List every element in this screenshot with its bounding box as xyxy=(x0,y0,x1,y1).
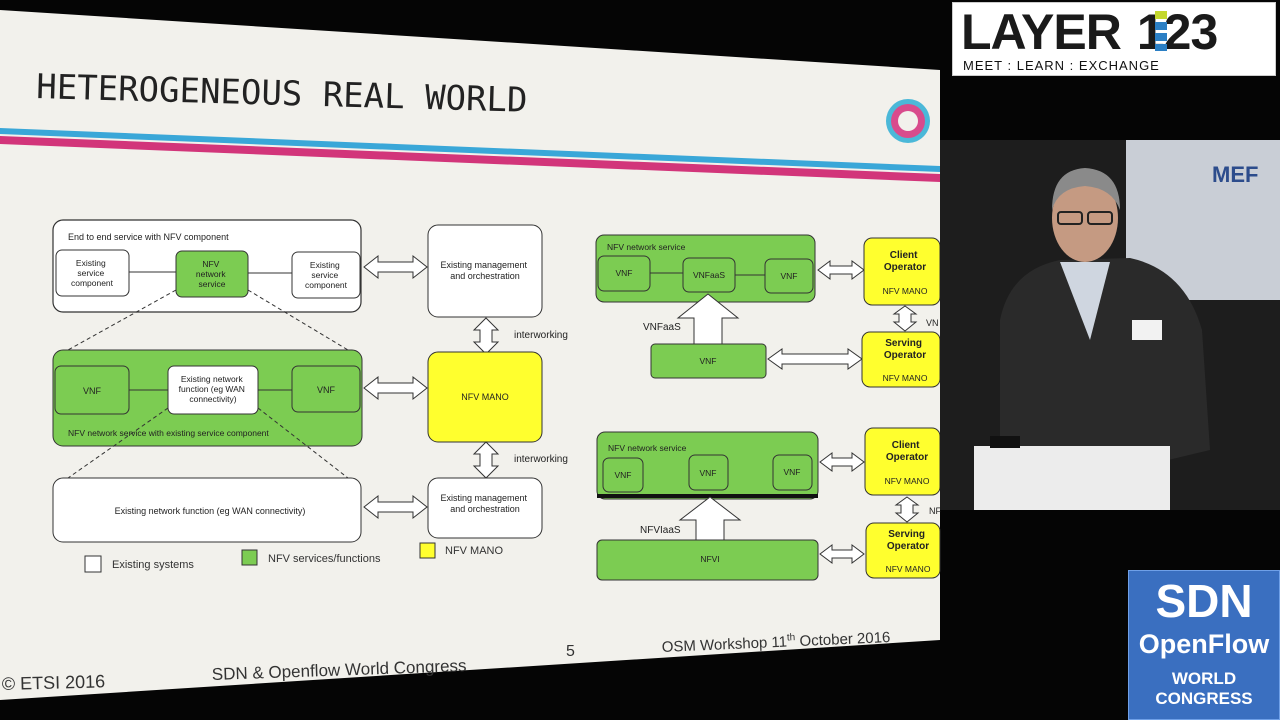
legend-mano-label: NFV MANO xyxy=(445,545,504,557)
existing-nf-bottom-text: Existing network function (eg WAN connec… xyxy=(115,506,306,516)
sdn-logo-line-2: OpenFlow xyxy=(1138,629,1270,659)
double-arrow-2 xyxy=(363,375,428,401)
nfv-mano-text: NFV MANO xyxy=(461,392,509,402)
mef-banner-text: MEF xyxy=(1212,162,1258,187)
legend-mano-swatch xyxy=(419,542,436,559)
nfvi-text: NFVI xyxy=(700,554,719,564)
sdn-logo-line-4: CONGRESS xyxy=(1155,689,1253,708)
layer123-bar-icon xyxy=(1155,11,1167,51)
existing-mgmt-bottom-box xyxy=(427,477,543,539)
legend-existing-swatch xyxy=(84,555,102,573)
vnf-d-box xyxy=(688,454,729,491)
podium xyxy=(974,446,1170,510)
client-operator-text: Client Operator xyxy=(884,250,926,273)
sdn-logo-line-1: SDN xyxy=(1155,575,1253,627)
vnf-b-box xyxy=(764,258,814,294)
vnf-right-text: VNF xyxy=(317,385,336,395)
nfviaas-arrow-label: NFVIaaS xyxy=(640,525,681,536)
vnf-left-text: VNF xyxy=(83,386,102,396)
vertical-arrow-right-1 xyxy=(892,305,918,332)
vn-clipped-text: VN xyxy=(926,318,939,328)
nfv-network-service-box xyxy=(175,250,249,298)
nf-clipped-text: NF xyxy=(929,506,941,516)
vnf-right-box xyxy=(291,365,361,413)
footer-page-number: 5 xyxy=(566,643,575,660)
nfvi-box xyxy=(596,539,819,581)
speaker-figure xyxy=(1000,168,1210,500)
existing-mgmt-top-text: Existing management and orchestration xyxy=(440,260,529,281)
footer-workshop: OSM Workshop 11th October 2016 xyxy=(661,628,890,656)
vnf-single-text: VNF xyxy=(700,356,717,366)
existing-service-component-box xyxy=(55,249,130,297)
nfv-network-service-text: NFV network service xyxy=(196,259,228,289)
nfv-ns-existing-label: NFV network service with existing servic… xyxy=(68,428,269,438)
legend-nfv-swatch xyxy=(241,549,258,566)
client-mano-text: NFV MANO xyxy=(883,286,928,296)
vnfaas-arrow-label: VNFaaS xyxy=(643,322,681,333)
e2e-service-label: End to end service with NFV component xyxy=(68,232,229,242)
title-stripe-blue xyxy=(0,128,940,172)
vnf-e-box xyxy=(772,454,813,491)
client-mano-2-text: NFV MANO xyxy=(885,476,930,486)
vnfaas-text: VNFaaS xyxy=(693,270,725,280)
bottom-ns-label: NFV network service xyxy=(608,443,687,453)
right-arrow-3 xyxy=(819,452,865,472)
vnf-d-text: VNF xyxy=(700,468,717,478)
nfv-mano-box xyxy=(427,351,543,443)
serving-operator-text: Serving Operator xyxy=(884,338,926,361)
layer123-tagline: MEET : LEARN : EXCHANGE xyxy=(963,58,1160,73)
existing-service-component-right-box xyxy=(291,251,361,299)
vnf-a-text: VNF xyxy=(616,268,633,278)
vnf-e-text: VNF xyxy=(784,467,801,477)
legend-existing-label: Existing systems xyxy=(112,559,194,571)
footer-copyright: © ETSI 2016 xyxy=(2,671,106,694)
existing-service-right-text: Existing service component xyxy=(305,260,348,290)
existing-mgmt-top-box xyxy=(427,224,543,318)
existing-service-text: Existing service component xyxy=(71,258,114,288)
interworking-label-1: interworking xyxy=(514,330,568,341)
legend-nfv-label: NFV services/functions xyxy=(268,553,381,565)
serving-mano-2-text: NFV MANO xyxy=(886,564,931,574)
serving-mano-text: NFV MANO xyxy=(883,373,928,383)
double-arrow-1 xyxy=(363,254,428,280)
sdn-openflow-logo: SDN OpenFlow WORLD CONGRESS xyxy=(1128,570,1280,720)
vnf-c-box xyxy=(602,457,644,493)
vertical-arrow-right-2 xyxy=(894,496,920,523)
client-operator-2-text: Client Operator xyxy=(886,440,928,463)
interworking-label-2: interworking xyxy=(514,454,568,465)
serving-operator-2-box xyxy=(865,522,941,579)
sdn-logo-line-3: WORLD xyxy=(1171,669,1237,688)
existing-nf-text: Existing network function (eg WAN connec… xyxy=(179,374,248,404)
existing-mgmt-bottom-text: Existing management and orchestration xyxy=(440,493,529,514)
left-diagram: End to end service with NFV component Ex… xyxy=(52,219,568,573)
existing-nf-bottom-box xyxy=(52,477,362,543)
right-diagram: NFV network service VNF VNFaaS VNF Clien… xyxy=(595,234,941,581)
title-stripe-pink xyxy=(0,136,940,182)
top-ns-label: NFV network service xyxy=(607,242,686,252)
osm-logo-icon xyxy=(886,99,930,143)
double-arrow-3 xyxy=(363,494,428,520)
vnf-single-box xyxy=(650,343,767,379)
vnf-c-text: VNF xyxy=(615,470,632,480)
serving-operator-2-text: Serving Operator xyxy=(887,529,929,552)
vnf-b-text: VNF xyxy=(781,271,798,281)
speaker-stage: MEF xyxy=(940,140,1280,510)
right-arrow-4 xyxy=(819,544,865,564)
